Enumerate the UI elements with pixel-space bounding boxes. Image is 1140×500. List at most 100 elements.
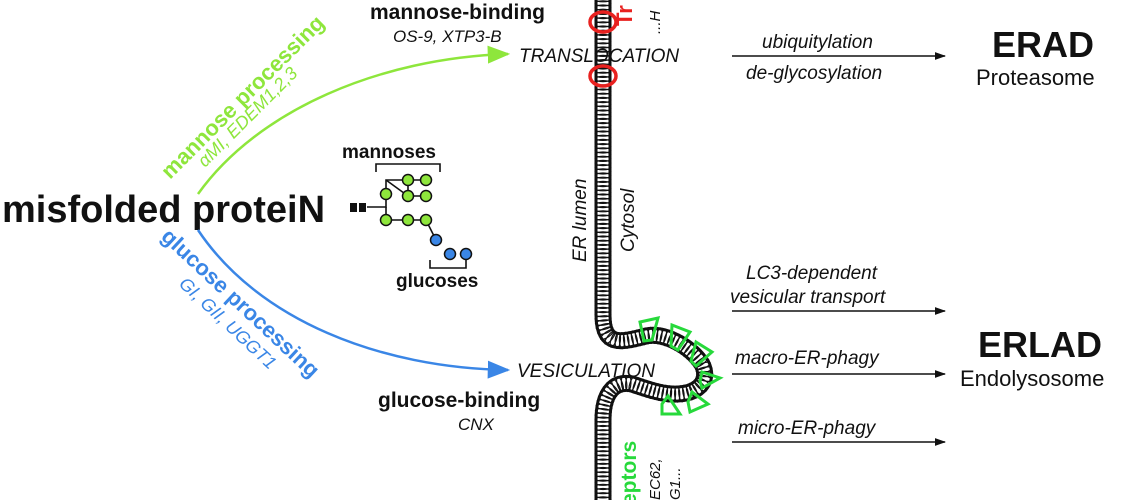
membrane-coil-ring: [594, 151, 612, 158]
glucose-residue: [429, 233, 443, 247]
membrane-coil-ring: [594, 264, 612, 272]
membrane-coil-ring: [597, 326, 614, 336]
membrane-coil-ring: [594, 302, 612, 310]
membrane-coil-ring: [594, 147, 612, 154]
vesiculation-label: VESICULATION: [517, 361, 655, 382]
mannose-residue: [401, 213, 415, 227]
macro-er-phagy-label: macro-ER-phagy: [735, 348, 880, 369]
glucoses-label: glucoses: [396, 271, 478, 292]
membrane-coil-ring: [594, 117, 612, 125]
membrane-coil-ring: [594, 8, 612, 16]
receptor-shape: [686, 389, 711, 415]
membrane-coil-ring: [594, 113, 612, 121]
membrane-coil-ring: [594, 483, 612, 491]
membrane-coil-ring: [594, 492, 612, 499]
mannoses-label: mannoses: [342, 142, 436, 163]
membrane-coil-ring: [594, 96, 612, 104]
membrane-coil-ring: [594, 424, 612, 432]
membrane-coil-ring: [594, 42, 612, 49]
receptor-shape: [660, 393, 683, 416]
membrane-coil-ring: [594, 315, 612, 322]
membrane-coil-ring: [665, 385, 673, 403]
membrane-coil-ring: [594, 285, 612, 293]
membrane-coil-ring: [594, 29, 612, 37]
membrane-coil-ring: [594, 311, 612, 318]
membrane-coil-ring: [594, 4, 612, 11]
membrane-coil-ring: [652, 383, 661, 400]
er-membrane: [594, 0, 714, 500]
membrane-coil-ring: [594, 138, 612, 146]
mannose-residue: [379, 187, 393, 201]
membrane-coil-ring: [594, 248, 612, 255]
erad-title: ERAD: [992, 24, 1094, 65]
membrane-coil-ring: [594, 134, 612, 142]
membrane-coil-ring: [630, 330, 639, 348]
membrane-coil-ring: [594, 222, 612, 230]
membrane-coil-ring: [594, 50, 612, 58]
membrane-coil-ring: [618, 332, 626, 350]
membrane-coil-ring: [615, 376, 625, 393]
membrane-coil-ring: [594, 235, 612, 242]
translocon: Tr ...H: [588, 5, 664, 88]
membrane-coil-ring: [686, 346, 699, 360]
membrane-coil-ring: [594, 433, 612, 440]
receptors-label: eptors: [618, 441, 641, 500]
membrane-coil-ring: [594, 277, 612, 284]
membrane-coil-ring: [594, 243, 612, 251]
membrane-coil-ring: [691, 380, 703, 396]
membrane-coil-ring: [594, 88, 612, 95]
membrane-coil-ring: [594, 126, 612, 133]
membrane-coil-ring: [594, 281, 612, 289]
membrane-coil-ring: [655, 327, 663, 345]
receptor-shape: [689, 339, 715, 369]
membrane-coil-ring: [594, 273, 612, 280]
membrane-coil-ring: [636, 378, 645, 396]
membrane-coil-ring: [594, 487, 612, 495]
membrane-coil-ring: [594, 214, 612, 221]
lc3-line2: vesicular transport: [730, 287, 886, 308]
membrane-coil-ring: [606, 381, 620, 396]
membrane-coil-ring: [594, 458, 612, 465]
membrane-coil-ring: [594, 306, 612, 314]
membrane-coil-ring: [644, 381, 653, 398]
mannose-residue: [419, 213, 433, 227]
membrane-coil-ring: [594, 17, 612, 24]
membrane-coil-ring: [594, 479, 612, 486]
membrane-coil-ring: [648, 382, 657, 399]
membrane-coil-ring: [594, 38, 612, 45]
membrane-coil-ring: [594, 252, 612, 259]
membrane-coil-ring: [614, 331, 622, 350]
misfolded-protein-label: misfolded proteiN: [2, 189, 325, 231]
membrane-coil-ring: [666, 331, 676, 348]
glucose-binding-title: glucose-binding: [378, 389, 540, 412]
membrane-coil-ring: [594, 429, 612, 436]
mannose-binding-factors: OS-9, XTP3-B: [393, 27, 502, 46]
membrane-coil-ring: [594, 407, 612, 415]
membrane-coil-ring: [656, 384, 665, 402]
membrane-coil-ring: [594, 210, 612, 217]
mannose-residue: [401, 189, 415, 203]
membrane-coil-ring: [594, 172, 612, 179]
mannoses-bracket: [375, 163, 441, 172]
membrane-coil-ring: [594, 201, 612, 209]
membrane-coil-ring: [594, 67, 612, 74]
translocation-label: TRANSLOCATION: [519, 46, 679, 67]
mannose-residue: [419, 173, 433, 187]
mannose-processing-title: mannose processing: [156, 10, 329, 183]
membrane-coil-ring: [610, 378, 622, 394]
membrane-coil-ring: [594, 54, 612, 62]
erlad-title: ERLAD: [978, 324, 1102, 365]
membrane-coil-ring: [599, 328, 615, 341]
membrane-coil-ring: [659, 328, 668, 346]
membrane-coil-ring: [680, 340, 692, 355]
membrane-coil-ring: [628, 375, 637, 393]
membrane-coil-ring: [678, 385, 685, 403]
membrane-coil-ring: [595, 322, 613, 331]
membrane-coil-ring: [594, 101, 612, 108]
membrane-coil-ring: [597, 394, 615, 404]
erad-subtitle: Proteasome: [976, 65, 1095, 90]
membrane-coil-ring: [640, 379, 649, 397]
membrane-coil-ring: [594, 231, 612, 238]
membrane-coil-ring: [594, 164, 612, 171]
